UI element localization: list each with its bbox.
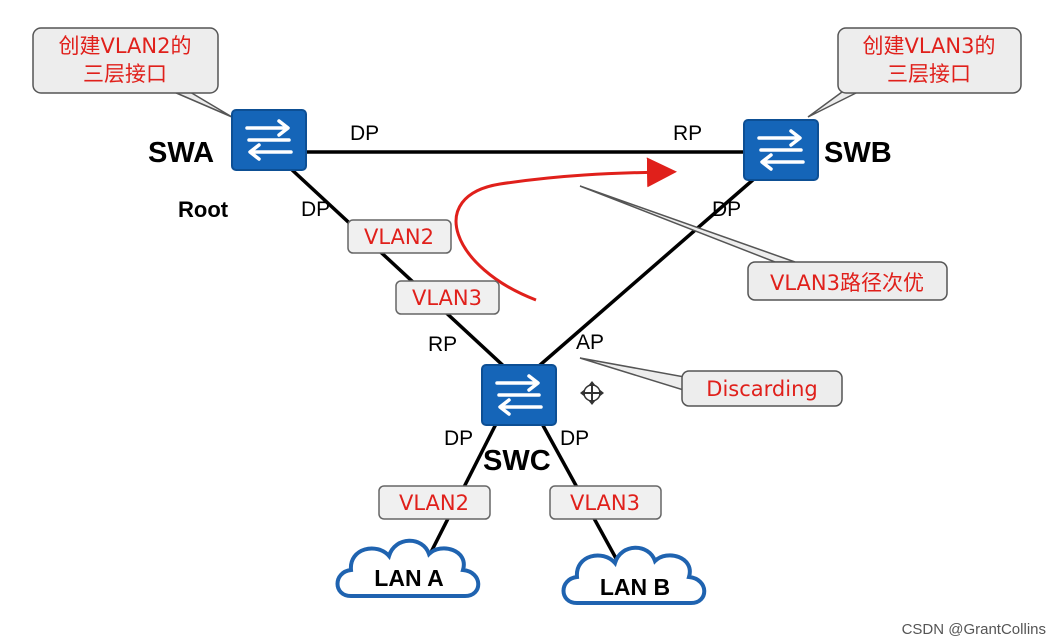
port-swa-to-swb: DP (350, 122, 379, 145)
switch-icon (742, 118, 820, 182)
switch-swb (742, 118, 820, 182)
callout-discarding: Discarding (579, 357, 843, 407)
port-swc-to-swb: AP (576, 331, 604, 354)
svg-text:VLAN2: VLAN2 (364, 225, 434, 249)
lan-b-cloud: LAN B (561, 545, 707, 605)
link-swa-swc (288, 166, 512, 374)
root-label: Root (178, 197, 229, 222)
swb-label: SWB (824, 137, 892, 169)
tag-lan-b-vlan: VLAN3 (549, 485, 662, 520)
callout-swb: 创建VLAN3的 三层接口 (807, 27, 1022, 118)
callout-discarding-text: Discarding (706, 377, 817, 401)
links (288, 150, 764, 563)
tag-swa-swc-vlan3: VLAN3 (395, 280, 500, 315)
watermark: CSDN @GrantCollins (902, 621, 1046, 638)
cloud-icon (561, 545, 707, 605)
move-cursor-icon (580, 381, 604, 405)
tag-swa-swc-vlan2: VLAN2 (347, 219, 452, 254)
port-swc-to-lan-a: DP (444, 427, 473, 450)
callout-swa: 创建VLAN2的 三层接口 (32, 27, 233, 118)
switch-icon (230, 108, 308, 172)
lan-a-cloud: LAN A (335, 538, 481, 598)
swa-label: SWA (148, 137, 214, 169)
link-swb-swc (530, 170, 764, 374)
cloud-icon (335, 538, 481, 598)
tag-lan-a-vlan: VLAN2 (378, 485, 491, 520)
callout-swb-line1: 创建VLAN3的 (863, 34, 996, 58)
callout-suboptimal-path: VLAN3路径次优 (579, 185, 948, 301)
callout-suboptimal-text: VLAN3路径次优 (770, 271, 924, 295)
switch-swc (480, 363, 558, 427)
lan-b-label: LAN B (600, 574, 670, 600)
callout-swb-line2: 三层接口 (887, 62, 971, 86)
swc-label: SWC (483, 445, 551, 477)
port-swb-to-swc: DP (712, 198, 741, 221)
port-swb-to-swa: RP (673, 122, 702, 145)
port-swc-to-lan-b: DP (560, 427, 589, 450)
switch-swa (230, 108, 308, 172)
port-swa-to-swc: DP (301, 198, 330, 221)
switch-icon (480, 363, 558, 427)
callout-swa-line2: 三层接口 (83, 62, 167, 86)
svg-text:VLAN3: VLAN3 (412, 286, 482, 310)
svg-text:VLAN2: VLAN2 (399, 491, 469, 515)
traffic-path-arrow (454, 157, 677, 302)
svg-text:VLAN3: VLAN3 (570, 491, 640, 515)
lan-a-label: LAN A (374, 565, 443, 591)
callout-swa-line1: 创建VLAN2的 (59, 34, 192, 58)
port-swc-to-swa: RP (428, 333, 457, 356)
